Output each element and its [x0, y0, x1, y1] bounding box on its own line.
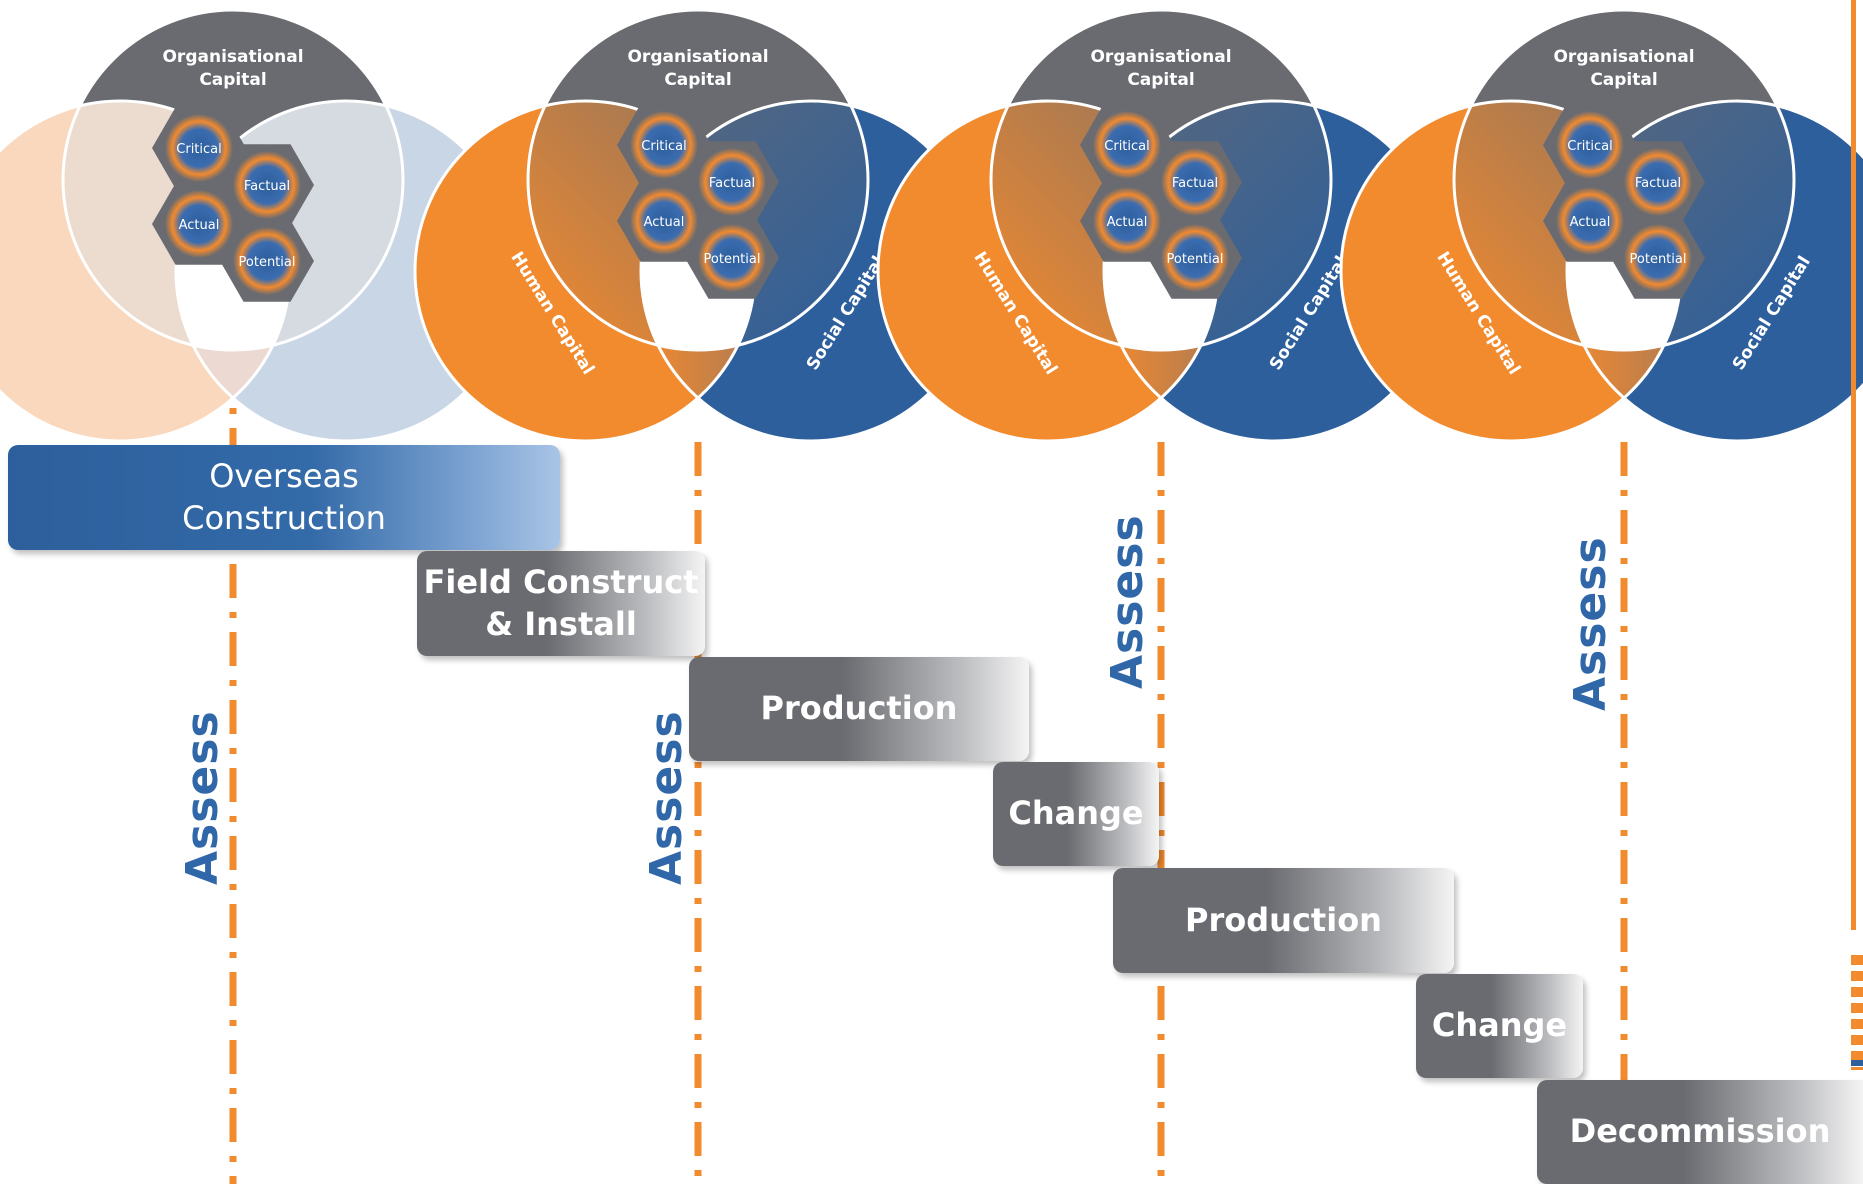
- hexagon-label: Actual: [644, 215, 685, 230]
- hexagon-label: Factual: [709, 176, 755, 191]
- right-edge-accent-bar: [1851, 0, 1856, 930]
- hexagon-label: Actual: [179, 218, 220, 233]
- phase-production-1: Production: [689, 657, 1029, 761]
- phase-overseas-construction: Overseas Construction: [8, 445, 560, 550]
- hexagon-label: Critical: [1104, 139, 1149, 154]
- hexagon-label: Potential: [239, 255, 296, 270]
- hexagon-label: Potential: [1630, 252, 1687, 267]
- phase-production-2: Production: [1113, 868, 1454, 973]
- hexagon-label: Actual: [1107, 215, 1148, 230]
- phase-change-1: Change: [993, 762, 1159, 866]
- hexagon-label: Potential: [1167, 252, 1224, 267]
- assess-label-1: Assess: [177, 710, 228, 885]
- hexagon-label: Potential: [704, 252, 761, 267]
- hexagon-label: Critical: [641, 139, 686, 154]
- right-edge-stripes: [1851, 955, 1863, 1070]
- hexagon-label: Critical: [1567, 139, 1612, 154]
- hexagon-label: Factual: [244, 179, 290, 194]
- assess-label-2: Assess: [641, 710, 692, 885]
- hexagon-label: Factual: [1172, 176, 1218, 191]
- right-edge-blue-stripe: [1851, 1060, 1863, 1066]
- phase-decommission: Decommission: [1537, 1080, 1863, 1184]
- assess-label-3: Assess: [1102, 514, 1153, 689]
- hexagon-label: Factual: [1635, 176, 1681, 191]
- hexagon-label: Actual: [1570, 215, 1611, 230]
- phase-field-construct-install: Field Construct & Install: [417, 551, 705, 656]
- assess-label-4: Assess: [1565, 536, 1616, 711]
- phase-change-2: Change: [1416, 974, 1583, 1078]
- hexagon-label: Critical: [176, 142, 221, 157]
